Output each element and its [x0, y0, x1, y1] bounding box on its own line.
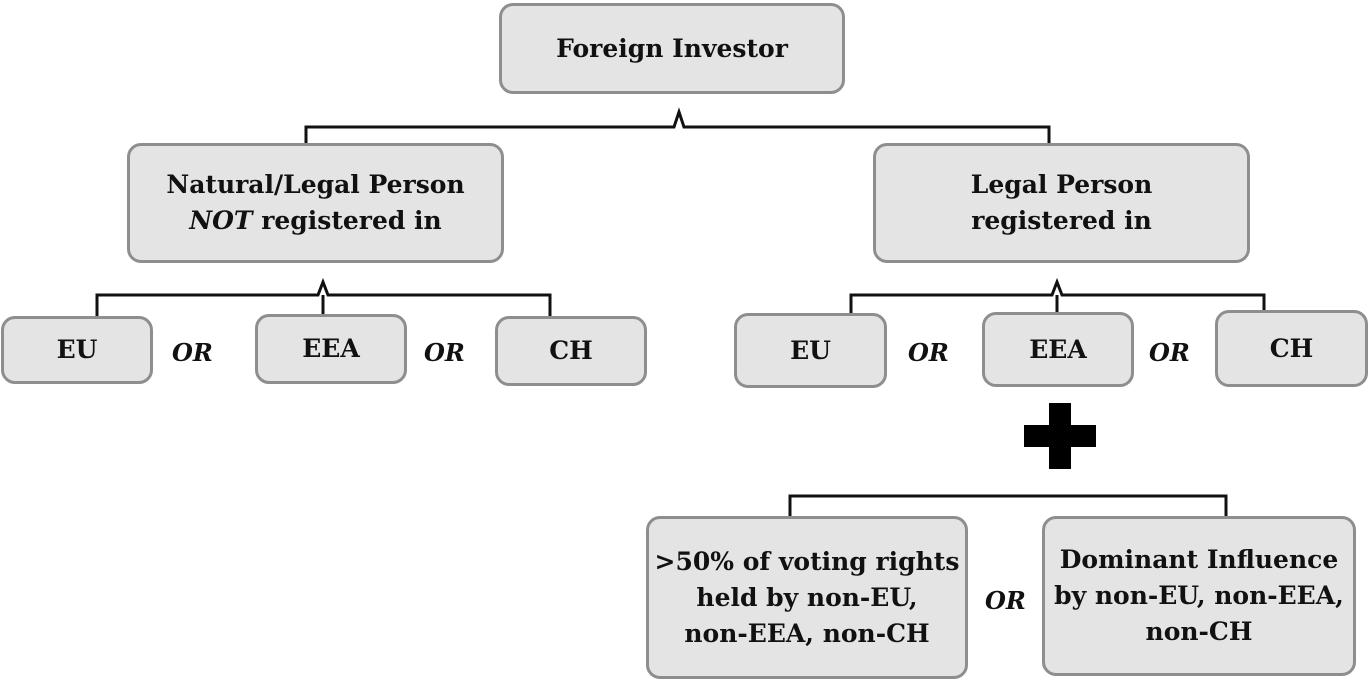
right-eu-box: EU [734, 313, 887, 388]
registered-in-text: registered in [252, 206, 442, 235]
left-eea-label: EEA [302, 334, 360, 363]
left-eu-label: EU [56, 335, 98, 364]
legal-person-box: Legal Person registered in [873, 143, 1250, 263]
dominant-influence-line3: non-CH [1145, 617, 1253, 646]
root-bracket [304, 107, 1051, 143]
conditions-or: OR [985, 586, 1026, 615]
voting-rights-line2: held by non-EU, [696, 582, 918, 612]
right-eu-label: EU [790, 335, 831, 365]
right-options-bracket [849, 277, 1266, 314]
voting-rights-box: >50% of voting rights held by non-EU, no… [646, 516, 968, 679]
left-options-bracket [95, 277, 552, 316]
dominant-influence-box: Dominant Influence by non-EU, non-EEA, n… [1042, 516, 1356, 676]
natural-legal-person-box: Natural/Legal Person NOT registered in [127, 143, 504, 263]
left-or-2: OR [424, 338, 465, 367]
dominant-influence-line2: by non-EU, non-EEA, [1054, 581, 1344, 610]
plus-icon [1024, 403, 1096, 469]
right-ch-label: CH [1269, 333, 1314, 363]
voting-rights-line3: non-EEA, non-CH [684, 618, 930, 648]
conditions-bracket [788, 494, 1228, 516]
left-eu-box: EU [1, 316, 153, 384]
voting-rights-line1: >50% of voting rights [654, 546, 960, 576]
left-or-1: OR [172, 338, 213, 367]
natural-legal-person-line1: Natural/Legal Person [166, 170, 465, 199]
right-or-1: OR [908, 338, 949, 367]
not-emphasis: NOT [189, 206, 253, 235]
left-ch-box: CH [495, 316, 647, 386]
right-or-2: OR [1149, 338, 1190, 367]
foreign-investor-box: Foreign Investor [499, 3, 845, 94]
foreign-investor-label: Foreign Investor [556, 33, 788, 63]
legal-person-line1: Legal Person [970, 170, 1153, 199]
right-eea-box: EEA [982, 312, 1134, 387]
natural-legal-person-line2: NOT registered in [189, 203, 441, 239]
right-ch-box: CH [1215, 310, 1368, 387]
right-eea-label: EEA [1029, 334, 1087, 364]
legal-person-line2: registered in [971, 206, 1152, 235]
dominant-influence-line1: Dominant Influence [1059, 545, 1339, 574]
left-eea-box: EEA [255, 314, 407, 384]
left-ch-label: CH [549, 336, 593, 365]
